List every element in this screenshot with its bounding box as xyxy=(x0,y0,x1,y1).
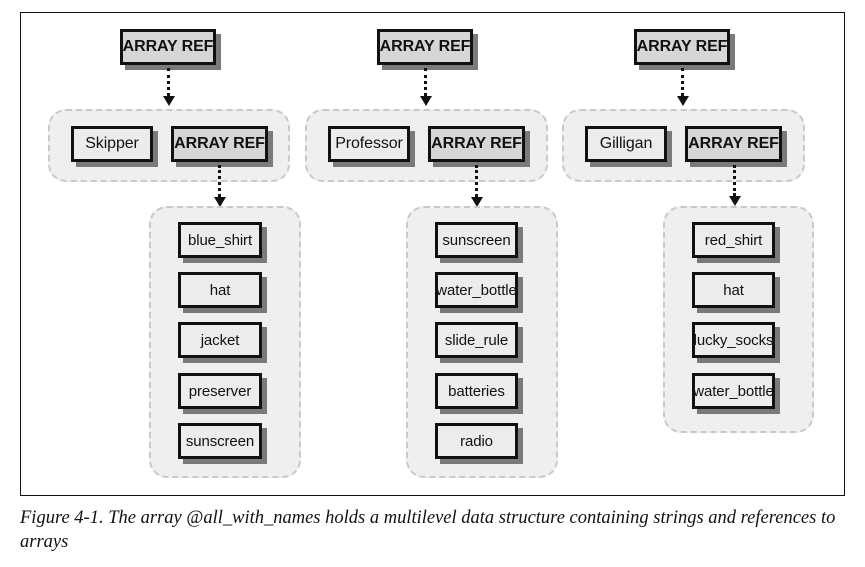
inner-array-ref-skipper: ARRAY REF xyxy=(171,126,268,162)
arrowhead-top-professor xyxy=(420,96,432,106)
name-box-skipper: Skipper xyxy=(71,126,153,162)
connector-inner-gilligan xyxy=(733,165,736,196)
arrowhead-inner-skipper xyxy=(214,197,226,207)
arrowhead-inner-gilligan xyxy=(729,196,741,206)
top-array-ref-gilligan: ARRAY REF xyxy=(634,29,730,65)
connector-inner-skipper xyxy=(218,165,221,197)
item-box-gilligan-3: lucky_socks xyxy=(692,322,775,358)
arrowhead-inner-professor xyxy=(471,197,483,207)
figure-caption: Figure 4-1. The array @all_with_names ho… xyxy=(20,508,836,552)
name-box-gilligan: Gilligan xyxy=(585,126,667,162)
top-array-ref-professor: ARRAY REF xyxy=(377,29,473,65)
item-box-professor-3: slide_rule xyxy=(435,322,518,358)
item-box-skipper-3: jacket xyxy=(178,322,262,358)
item-box-skipper-2: hat xyxy=(178,272,262,308)
item-box-skipper-5: sunscreen xyxy=(178,423,262,459)
arrowhead-top-gilligan xyxy=(677,96,689,106)
item-box-skipper-1: blue_shirt xyxy=(178,222,262,258)
item-box-skipper-4: preserver xyxy=(178,373,262,409)
connector-top-skipper xyxy=(167,68,170,96)
item-box-professor-2: water_bottle xyxy=(435,272,518,308)
arrowhead-top-skipper xyxy=(163,96,175,106)
item-box-professor-5: radio xyxy=(435,423,518,459)
top-array-ref-skipper: ARRAY REF xyxy=(120,29,216,65)
item-box-professor-1: sunscreen xyxy=(435,222,518,258)
connector-top-gilligan xyxy=(681,68,684,96)
connector-top-professor xyxy=(424,68,427,96)
connector-inner-professor xyxy=(475,165,478,197)
inner-array-ref-professor: ARRAY REF xyxy=(428,126,525,162)
name-box-professor: Professor xyxy=(328,126,410,162)
item-box-gilligan-2: hat xyxy=(692,272,775,308)
inner-array-ref-gilligan: ARRAY REF xyxy=(685,126,782,162)
item-box-gilligan-1: red_shirt xyxy=(692,222,775,258)
item-box-professor-4: batteries xyxy=(435,373,518,409)
item-box-gilligan-4: water_bottle xyxy=(692,373,775,409)
